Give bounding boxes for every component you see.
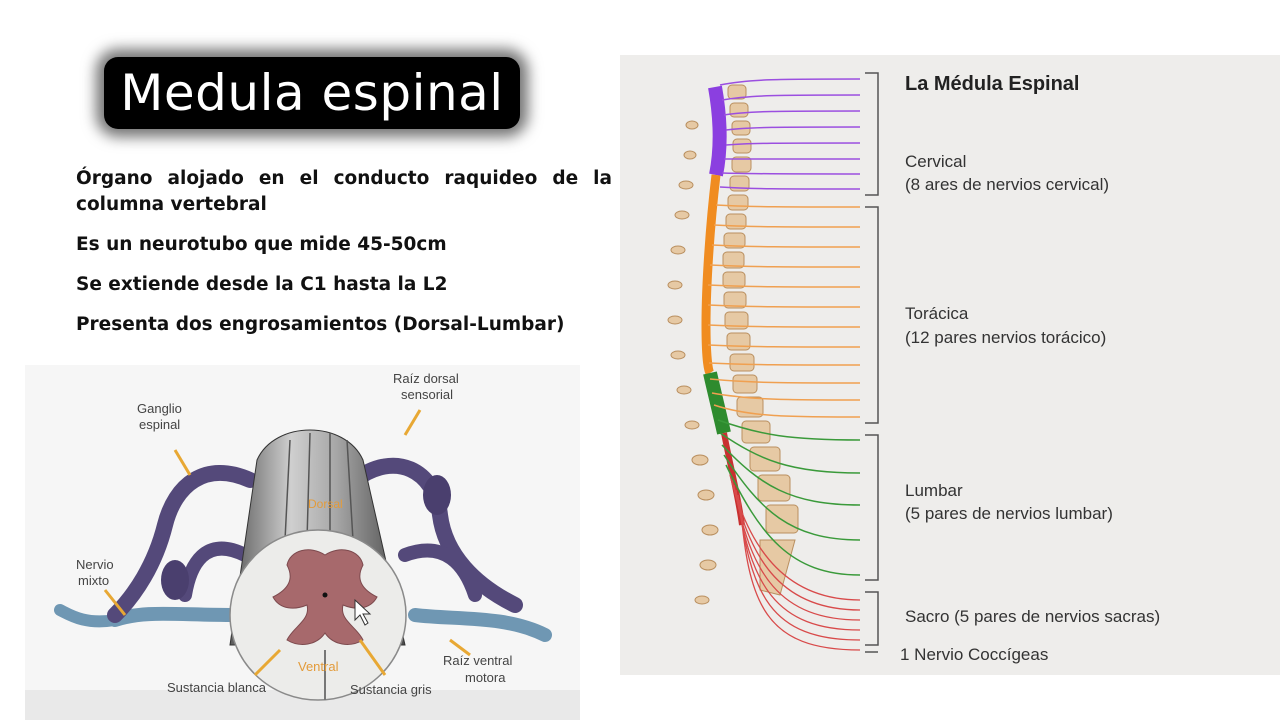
dorsal-root-left: [107, 464, 258, 623]
bullet-list: Órgano alojado en el conducto raquideo d…: [76, 166, 612, 352]
ganglion-left: [161, 560, 189, 600]
cervical-nerves: [719, 78, 861, 190]
label-ganglio-1: Ganglio: [137, 401, 182, 416]
cord-cervical: [708, 85, 727, 177]
label-cervical-detail: (8 ares de nervios cervical): [905, 175, 1109, 194]
slide-title: Medula espinal: [120, 64, 504, 122]
label-coccigeas: 1 Nervio Coccígeas: [900, 645, 1048, 664]
label-sustancia-blanca: Sustancia blanca: [167, 680, 267, 695]
central-canal: [322, 592, 328, 598]
lumbar-nerves: [717, 419, 861, 576]
cursor-icon: [354, 598, 372, 626]
label-raiz-dorsal-1: Raíz dorsal: [393, 371, 459, 386]
label-cervical: Cervical: [905, 152, 966, 171]
ventral-root-left: [108, 606, 242, 627]
cross-section-illustration: Ganglio espinal Raíz dorsal sensorial Do…: [25, 365, 580, 720]
label-nervio-1: Nervio: [76, 557, 114, 572]
label-lumbar-detail: (5 pares de nervios lumbar): [905, 504, 1113, 523]
label-lumbar: Lumbar: [905, 481, 963, 500]
region-brackets: [865, 72, 879, 653]
bullet-3: Se extiende desde la C1 hasta la L2: [76, 274, 448, 295]
label-raiz-ventral-2: motora: [465, 670, 506, 685]
dorsal-root-right: [347, 457, 523, 613]
ventral-root-right: [408, 608, 552, 642]
diagram-title: La Médula Espinal: [905, 73, 1079, 95]
label-raiz-ventral-1: Raíz ventral: [443, 653, 512, 668]
label-sustancia-gris: Sustancia gris: [350, 682, 432, 697]
bullet-1: Órgano alojado en el conducto raquideo d…: [76, 168, 612, 215]
spinal-regions-svg: La Médula Espinal Cervical (8 ares de ne…: [620, 55, 1280, 675]
ganglion-right: [423, 475, 451, 515]
cord-thoracic: [701, 174, 721, 376]
label-dorsal: Dorsal: [308, 497, 343, 511]
title-box: Medula espinal: [104, 57, 520, 129]
cross-section-svg: Ganglio espinal Raíz dorsal sensorial Do…: [25, 365, 580, 720]
label-ganglio-2: espinal: [139, 417, 180, 432]
sacral-nerves: [729, 474, 861, 651]
label-nervio-2: mixto: [78, 573, 109, 588]
label-ventral: Ventral: [298, 659, 339, 674]
bullet-2: Es un neurotubo que mide 45-50cm: [76, 234, 447, 255]
spinal-regions-diagram: La Médula Espinal Cervical (8 ares de ne…: [620, 55, 1280, 675]
label-raiz-dorsal-2: sensorial: [401, 387, 453, 402]
label-toracica-detail: (12 pares nervios torácico): [905, 328, 1106, 347]
label-toracica: Torácica: [905, 304, 969, 323]
bullet-4: Presenta dos engrosamientos (Dorsal-Lumb…: [76, 314, 565, 335]
thoracic-nerves: [707, 204, 861, 418]
label-sacro: Sacro (5 pares de nervios sacras): [905, 607, 1160, 626]
